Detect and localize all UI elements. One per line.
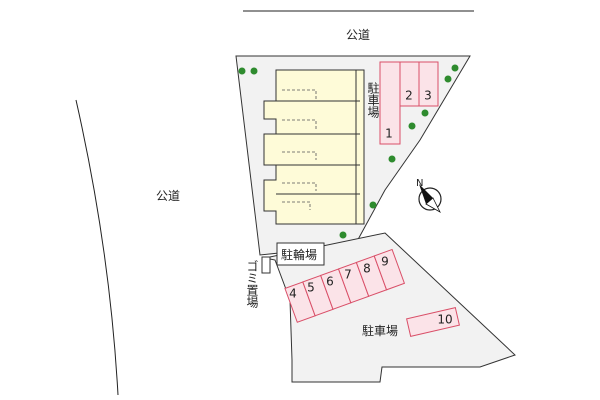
parking-slot-9 (373, 248, 406, 291)
building (263, 69, 365, 225)
parking-slot-3-number: 3 (424, 89, 432, 103)
garbage-area-label: ゴミ置場 (245, 259, 259, 309)
parking-slot-10-number: 10 (437, 313, 452, 327)
compass: N (416, 178, 442, 214)
left-road-label: 公道 (156, 189, 180, 203)
parking-slot-8-number: 8 (363, 262, 371, 276)
tree (250, 67, 258, 75)
tree (369, 201, 377, 209)
parking-slot-4-number: 4 (289, 287, 297, 301)
parking-slot-3 (418, 61, 439, 107)
tree (421, 109, 429, 117)
north-arrow-icon (419, 184, 433, 204)
parking-slot-9-number: 9 (381, 255, 389, 269)
north-parking-label: 駐車場 (366, 81, 380, 119)
parking-slot-10 (406, 307, 460, 337)
bicycle-parking-box (276, 242, 325, 266)
north-parking-slots: 1 2 3 (379, 61, 439, 145)
south-parking-slots (284, 248, 406, 323)
left-road-line (75, 99, 119, 396)
tree (444, 75, 452, 83)
tree (388, 155, 396, 163)
tree (451, 64, 459, 72)
bicycle-parking-label: 駐輪場 (281, 247, 317, 262)
garbage-area-box (261, 256, 271, 274)
parking-slot-1-number: 1 (385, 127, 393, 141)
tree (339, 231, 347, 239)
tree (238, 67, 246, 75)
parking-slot-6-number: 6 (326, 275, 334, 289)
south-parking-label: 駐車場 (362, 323, 398, 338)
tree (408, 122, 416, 130)
parking-slot-7-number: 7 (344, 268, 352, 282)
parking-slot-2-number: 2 (405, 89, 413, 103)
lot-lower (264, 232, 516, 383)
top-road-label: 公道 (346, 28, 370, 42)
trees (238, 64, 459, 239)
compass-letter: N (416, 178, 423, 189)
parking-slot-5-number: 5 (307, 281, 315, 295)
